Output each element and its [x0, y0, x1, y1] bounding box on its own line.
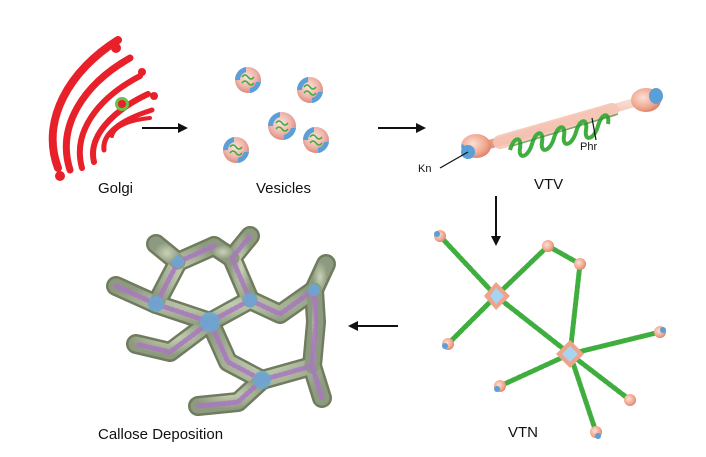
- vesicles-label: Vesicles: [256, 180, 312, 197]
- phr-pointer-line: [591, 117, 597, 141]
- vesicle-tubule-vesicle-icon: [439, 88, 663, 169]
- vtn-label: VTN: [508, 424, 538, 441]
- vesicle-icon: [296, 77, 323, 103]
- vesicle-tubular-network-icon: [434, 230, 666, 439]
- vesicle-icon: [234, 67, 261, 93]
- vtv-label: VTV: [534, 176, 564, 193]
- callose-deposition-icon: [106, 226, 336, 416]
- vesicles-group: [222, 67, 329, 163]
- vesicle-icon: [222, 137, 249, 163]
- kn-label: Kn: [418, 163, 432, 175]
- callose-deposition-label: Callose Deposition: [98, 426, 224, 443]
- golgi-stack-icon: [48, 36, 158, 181]
- vesicle-icon: [267, 112, 296, 140]
- golgi-label: Golgi: [98, 180, 134, 197]
- kn-pointer-line: [439, 151, 469, 169]
- vesicle-icon: [302, 127, 329, 153]
- phr-label: Phr: [580, 141, 598, 153]
